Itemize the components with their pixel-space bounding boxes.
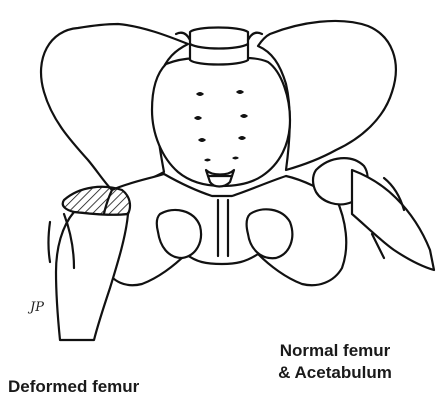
normal-femur-label: Normal femur & Acetabulum — [240, 340, 430, 384]
normal-femur — [352, 170, 434, 270]
deformed-femur-head-hatched — [63, 187, 130, 215]
normal-femur-label-line2: & Acetabulum — [240, 362, 430, 384]
normal-femur-label-line1: Normal femur — [240, 340, 430, 362]
pubic-ischial-region — [101, 174, 346, 285]
artist-signature: JP — [30, 300, 44, 315]
deformed-femur-label: Deformed femur — [8, 376, 139, 398]
sacrum — [152, 58, 290, 186]
